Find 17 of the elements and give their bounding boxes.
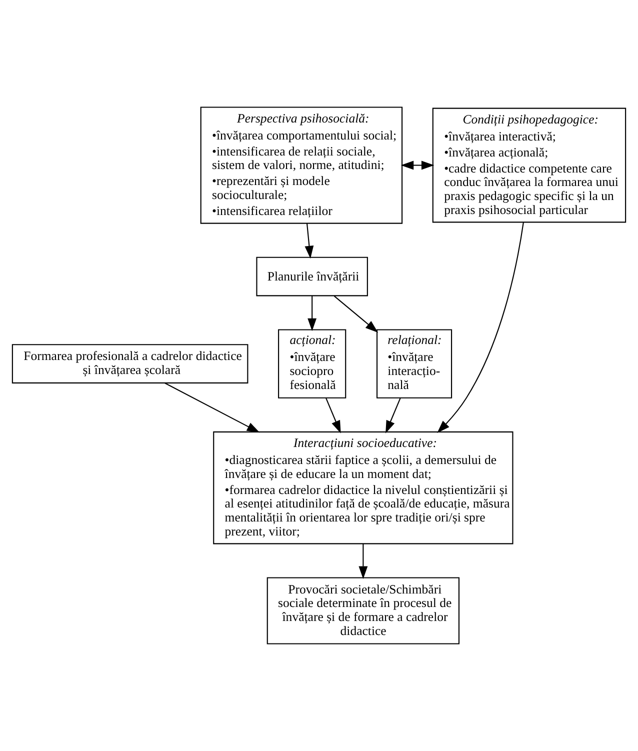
node-box: Formarea profesională a cadrelor didactice și învățarea școlară [12,344,248,384]
arrow [358,544,368,580]
arrow [164,382,260,433]
node-box: Planurile învățării [256,256,368,296]
node-box: Condiții psihopedagogice: •învățarea interactivă; •învățarea acțională; •cadre didactice competente care conduc învățarea la formarea unui praxis pedagogic specific și la un praxis psihosocial particular [432,108,626,223]
arrow [326,398,341,434]
arrow [437,222,524,433]
node-box: acțional: •învățare sociopro fesională [278,329,346,398]
arrow [304,223,314,259]
node-box: Interacțiuni socioeducative: •diagnosticarea stării faptice a școlii, a demersului de învățare și de educare la un moment dat; •formarea cadrelor didactice la nivelul conștientizării și al esenței atitudinilor față de școală/de educație, măsura mentalității în orientarea lor spre tradiție ori/și spre prezent, viitor; [213,431,514,544]
arrow [400,160,434,170]
arrow [308,296,317,332]
node-box: Perspectiva psihosocială: •învățarea comportamentului social; •intensificarea de relații sociale, sistem de valori, norme, atitudini; •reprezentări și modele socioculturale; •intensificarea relațiilor [200,106,403,224]
node-box: relațional: •învățare interacțio- nală [376,329,452,398]
node-box: Provocări societale/Schimbări sociale determinate în procesul de învățare și de formare a cadrelor didactice [266,577,460,644]
arrow [386,398,401,434]
arrow [334,296,378,333]
